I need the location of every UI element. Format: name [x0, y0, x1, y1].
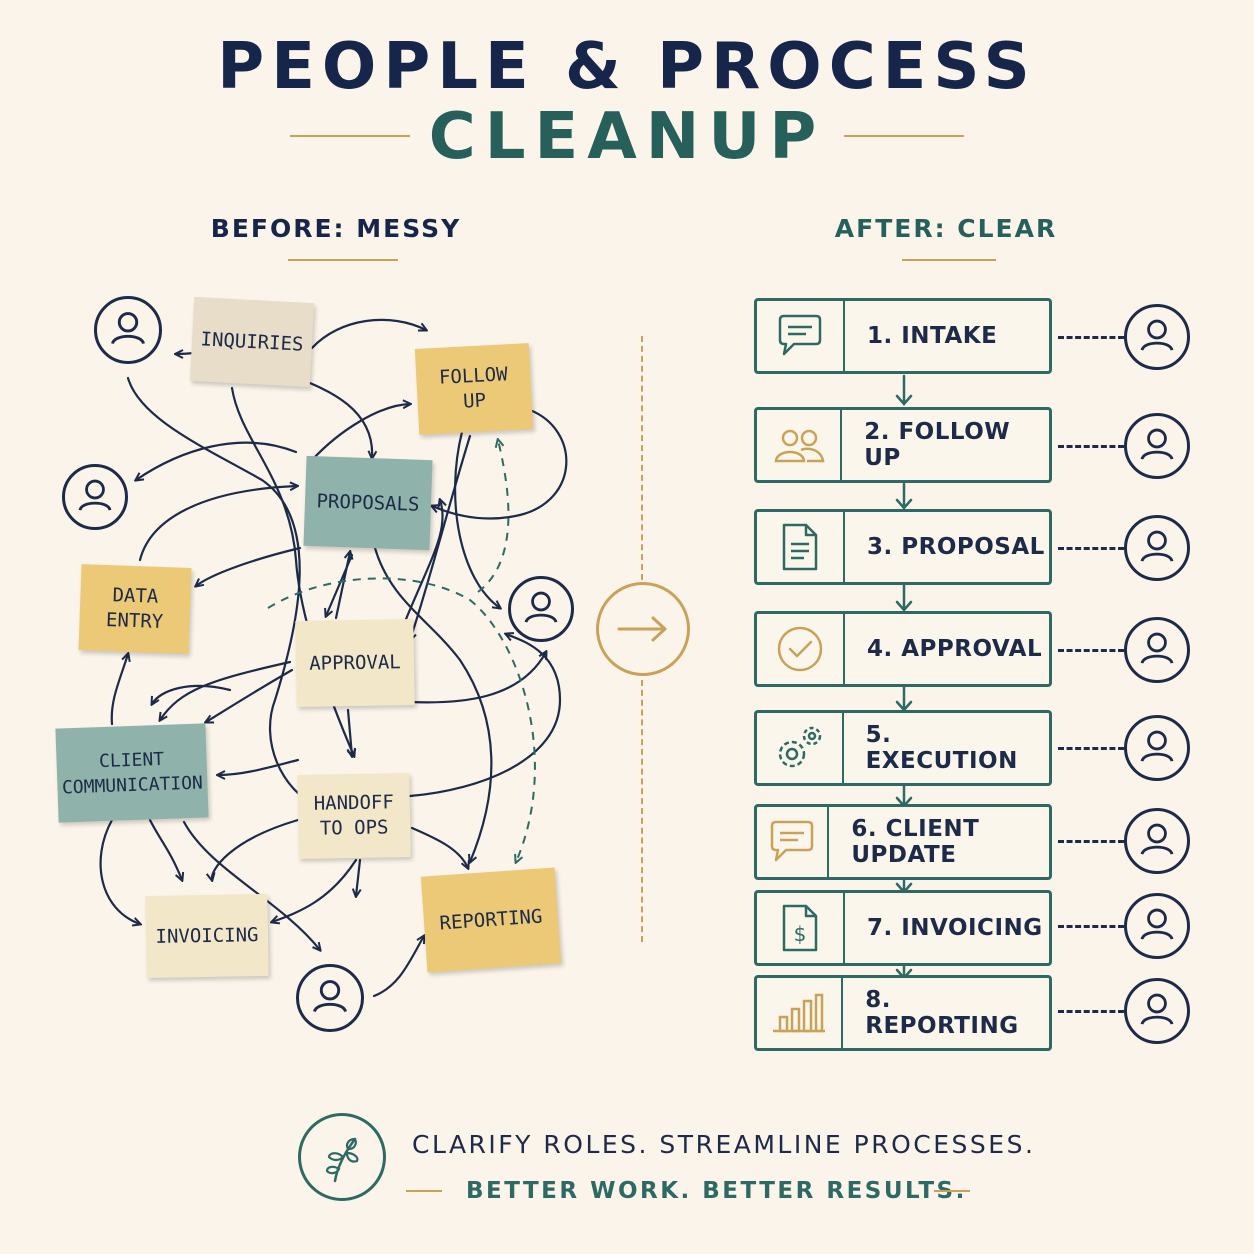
gears-icon: [757, 713, 844, 783]
person-icon: [508, 576, 574, 642]
note-proposals: PROPOSALS: [303, 455, 433, 551]
step-reporting: 8. REPORTING: [754, 975, 1052, 1051]
owner-connector: [1058, 747, 1124, 750]
person-icon: [94, 296, 162, 364]
title-divider-right: [844, 135, 964, 137]
step-label: 4. APPROVAL: [867, 636, 1043, 662]
owner-connector: [1058, 445, 1124, 448]
owner-connector: [1058, 547, 1124, 550]
owner-connector: [1058, 649, 1124, 652]
step-label: 6. CLIENT UPDATE: [851, 816, 980, 868]
note-follow-up: FOLLOW UP: [414, 343, 534, 435]
bar-chart-icon: [757, 978, 844, 1048]
before-heading-underline: [288, 259, 398, 261]
footer-divider-right: [934, 1190, 970, 1192]
note-client-communication: CLIENT COMMUNICATION: [55, 723, 209, 823]
step-execution: 5. EXECUTION: [754, 710, 1052, 786]
check-circle-icon: [757, 614, 845, 684]
owner-person-icon: [1124, 413, 1190, 479]
note-approval: APPROVAL: [295, 618, 415, 708]
svg-text:$: $: [794, 922, 807, 946]
step-proposal: 3. PROPOSAL: [754, 509, 1052, 585]
person-icon: [62, 464, 128, 530]
owner-connector: [1058, 840, 1124, 843]
after-heading: AFTER: CLEAR: [834, 214, 1058, 243]
center-divider-top: [641, 336, 643, 580]
step-label: 1. INTAKE: [867, 323, 998, 349]
owner-person-icon: [1124, 515, 1190, 581]
step-client-update: 6. CLIENT UPDATE: [754, 804, 1052, 880]
owner-person-icon: [1124, 617, 1190, 683]
owner-person-icon: [1124, 978, 1190, 1044]
owner-connector: [1058, 925, 1124, 928]
document-icon: [757, 512, 845, 582]
footer-divider-left: [406, 1190, 442, 1192]
owner-person-icon: [1124, 715, 1190, 781]
step-approval: 4. APPROVAL: [754, 611, 1052, 687]
step-label: 3. PROPOSAL: [867, 534, 1045, 560]
note-data-entry: DATA ENTRY: [78, 564, 192, 654]
center-divider-bottom: [641, 680, 643, 942]
step-label: 7. INVOICING: [867, 915, 1043, 941]
step-invoicing: $ 7. INVOICING: [754, 890, 1052, 966]
step-follow-up: 2. FOLLOW UP: [754, 407, 1052, 483]
people-icon: [757, 410, 843, 480]
note-inquiries: INQUIRIES: [189, 296, 315, 388]
owner-person-icon: [1124, 893, 1190, 959]
sprout-icon: [298, 1113, 386, 1201]
note-invoicing: INVOICING: [145, 893, 269, 979]
transform-arrow-icon: [596, 582, 690, 676]
person-icon: [296, 964, 364, 1032]
after-heading-underline: [902, 259, 996, 261]
footer-subtagline: BETTER WORK. BETTER RESULTS.: [466, 1178, 967, 1204]
chat-bubble-icon: [757, 301, 845, 371]
title-line-1: PEOPLE & PROCESS: [217, 30, 1037, 104]
step-label: 8. REPORTING: [865, 987, 1019, 1039]
step-label: 5. EXECUTION: [865, 722, 1018, 774]
note-handoff-to-ops: HANDOFF TO OPS: [297, 773, 411, 859]
footer-tagline: CLARIFY ROLES. STREAMLINE PROCESSES.: [412, 1130, 1036, 1159]
step-label: 2. FOLLOW UP: [864, 419, 1011, 471]
note-reporting: REPORTING: [420, 867, 562, 973]
title-line-2: CLEANUP: [428, 100, 826, 174]
step-intake: 1. INTAKE: [754, 298, 1052, 374]
chat-bubble-icon: [757, 807, 830, 877]
owner-person-icon: [1124, 304, 1190, 370]
owner-connector: [1058, 1010, 1124, 1013]
owner-person-icon: [1124, 808, 1190, 874]
before-heading: BEFORE: MESSY: [210, 214, 462, 243]
invoice-icon: $: [757, 893, 845, 963]
owner-connector: [1058, 336, 1124, 339]
title-divider-left: [290, 135, 410, 137]
